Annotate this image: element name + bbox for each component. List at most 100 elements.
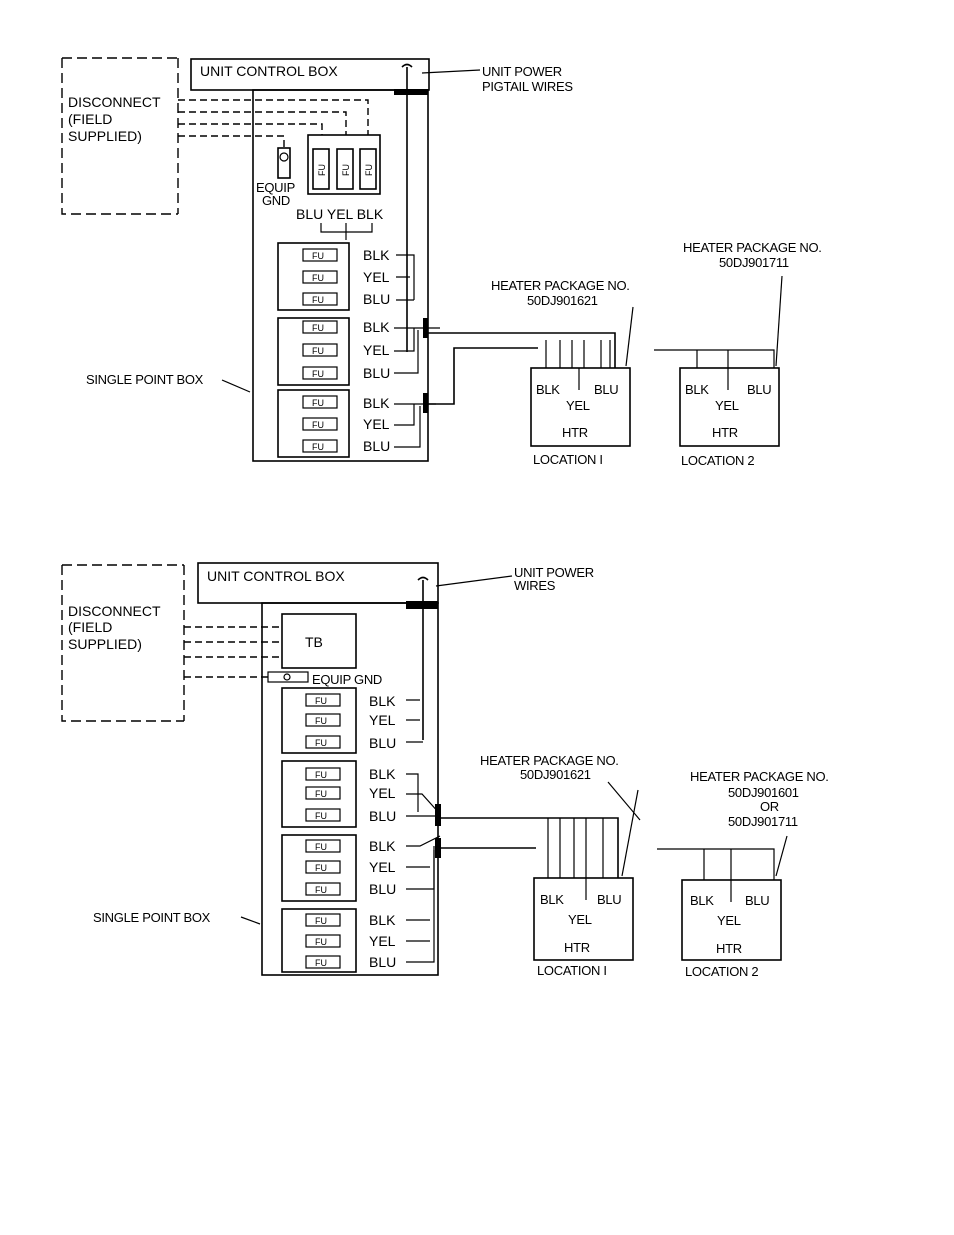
fuse-row: FU BLK xyxy=(302,395,390,411)
fuse-row: FU YEL xyxy=(305,785,396,801)
svg-text:FU: FU xyxy=(341,164,351,176)
svg-text:FU: FU xyxy=(317,164,327,176)
heater-package-label-3: HEATER PACKAGE NO. xyxy=(480,753,619,768)
svg-text:BLK: BLK xyxy=(690,893,714,908)
equip-gnd-label-1: EQUIP xyxy=(256,180,295,195)
svg-text:FU: FU xyxy=(312,295,324,305)
svg-text:UNIT CONTROL BOX: UNIT CONTROL BOX xyxy=(207,568,345,584)
svg-text:BLU: BLU xyxy=(369,954,396,970)
disconnect-line-3: SUPPLIED) xyxy=(68,128,142,144)
svg-text:FU: FU xyxy=(315,789,327,799)
svg-text:FU: FU xyxy=(315,916,327,926)
svg-text:YEL: YEL xyxy=(363,269,390,285)
svg-text:FU: FU xyxy=(312,251,324,261)
heater-package-label-2: HEATER PACKAGE NO. xyxy=(683,240,822,255)
svg-text:YEL: YEL xyxy=(717,913,741,928)
svg-text:WIRES: WIRES xyxy=(514,578,556,593)
heater-package-label-4: HEATER PACKAGE NO. xyxy=(690,769,829,784)
svg-text:HTR: HTR xyxy=(712,425,738,440)
diagram-1: DISCONNECT (FIELD SUPPLIED) UNIT CONTROL… xyxy=(61,57,822,468)
svg-text:YEL: YEL xyxy=(369,712,396,728)
heater-package-or: OR xyxy=(760,799,779,814)
svg-text:BLK: BLK xyxy=(363,319,390,335)
equip-gnd-1: EQUIP GND xyxy=(256,147,295,208)
heater-location-1-d2: BLK BLU YEL HTR LOCATION I HEATER PACKAG… xyxy=(480,753,641,978)
svg-text:BLK: BLK xyxy=(369,912,396,928)
unit-power-label-1: UNIT POWER xyxy=(482,64,562,79)
terminal-block: TB xyxy=(281,613,357,669)
svg-text:(FIELD: (FIELD xyxy=(68,619,112,635)
svg-text:FU: FU xyxy=(315,716,327,726)
svg-text:YEL: YEL xyxy=(369,785,396,801)
svg-text:FU: FU xyxy=(315,811,327,821)
svg-text:FU: FU xyxy=(312,398,324,408)
svg-text:DISCONNECT: DISCONNECT xyxy=(68,603,161,619)
svg-text:FU: FU xyxy=(315,696,327,706)
heater-package-number-4a: 50DJ901601 xyxy=(728,785,799,800)
unit-control-box-2: UNIT CONTROL BOX UNIT POWER WIRES xyxy=(197,562,594,740)
single-point-box-label-1: SINGLE POINT BOX xyxy=(86,372,204,387)
disconnect-box-1: DISCONNECT (FIELD SUPPLIED) xyxy=(61,57,179,215)
fuse-row: FU BLU xyxy=(302,365,390,381)
svg-text:BLU: BLU xyxy=(745,893,769,908)
svg-text:BLK: BLK xyxy=(363,247,390,263)
svg-text:FU: FU xyxy=(312,323,324,333)
single-point-box-2 xyxy=(261,602,439,976)
svg-text:BLU: BLU xyxy=(363,365,390,381)
svg-text:FU: FU xyxy=(312,369,324,379)
svg-text:LOCATION I: LOCATION I xyxy=(533,452,603,467)
svg-text:BLK: BLK xyxy=(540,892,564,907)
diagram-2: DISCONNECT (FIELD SUPPLIED) UNIT CONTROL… xyxy=(61,562,829,979)
svg-text:YEL: YEL xyxy=(568,912,592,927)
svg-text:TB: TB xyxy=(305,634,323,650)
svg-text:HTR: HTR xyxy=(562,425,588,440)
svg-text:BLU: BLU xyxy=(369,735,396,751)
disconnect-line-1: DISCONNECT xyxy=(68,94,161,110)
svg-text:FU: FU xyxy=(312,273,324,283)
equip-gnd-label-2: GND xyxy=(262,193,290,208)
heater-package-number-3: 50DJ901621 xyxy=(520,767,591,782)
svg-text:YEL: YEL xyxy=(369,859,396,875)
svg-text:FU: FU xyxy=(315,842,327,852)
svg-text:BLU: BLU xyxy=(369,881,396,897)
svg-text:BLU: BLU xyxy=(597,892,621,907)
fuse-row: FU BLK xyxy=(302,319,390,335)
heater-package-number-1: 50DJ901621 xyxy=(527,293,598,308)
svg-text:YEL: YEL xyxy=(566,398,590,413)
equip-gnd-2: EQUIP GND xyxy=(267,671,382,687)
svg-text:FU: FU xyxy=(312,346,324,356)
main-fuse-block-1: FU FU FU BLU YEL BLK xyxy=(296,134,384,240)
svg-text:BLK: BLK xyxy=(363,395,390,411)
svg-text:BLK: BLK xyxy=(369,838,396,854)
svg-text:SINGLE POINT BOX: SINGLE POINT BOX xyxy=(93,910,211,925)
svg-text:BLK: BLK xyxy=(369,693,396,709)
svg-text:BLU: BLU xyxy=(747,382,771,397)
svg-text:HTR: HTR xyxy=(564,940,590,955)
fuse-row: FU YEL xyxy=(302,269,390,285)
unit-power-label-2: PIGTAIL WIRES xyxy=(482,79,573,94)
main-fuse-colors: BLU YEL BLK xyxy=(296,206,384,222)
supply-wires-2 xyxy=(184,626,282,678)
fuse-row: FU BLK xyxy=(305,693,396,709)
fuse-row: FU BLK xyxy=(302,247,390,263)
svg-text:HTR: HTR xyxy=(716,941,742,956)
svg-text:FU: FU xyxy=(312,420,324,430)
heater-location-1-d1: BLK BLU YEL HTR LOCATION I HEATER PACKAG… xyxy=(491,278,634,467)
svg-text:BLU: BLU xyxy=(363,438,390,454)
svg-text:FU: FU xyxy=(315,937,327,947)
heater-location-2-d2: BLK BLU YEL HTR LOCATION 2 HEATER PACKAG… xyxy=(657,769,829,979)
heater-package-number-4b: 50DJ901711 xyxy=(728,814,798,829)
single-point-box-1 xyxy=(252,89,429,462)
svg-text:YEL: YEL xyxy=(715,398,739,413)
unit-control-box-label: UNIT CONTROL BOX xyxy=(200,63,338,79)
heater-location-2-d1: BLK BLU YEL HTR LOCATION 2 HEATER PACKAG… xyxy=(654,240,822,468)
